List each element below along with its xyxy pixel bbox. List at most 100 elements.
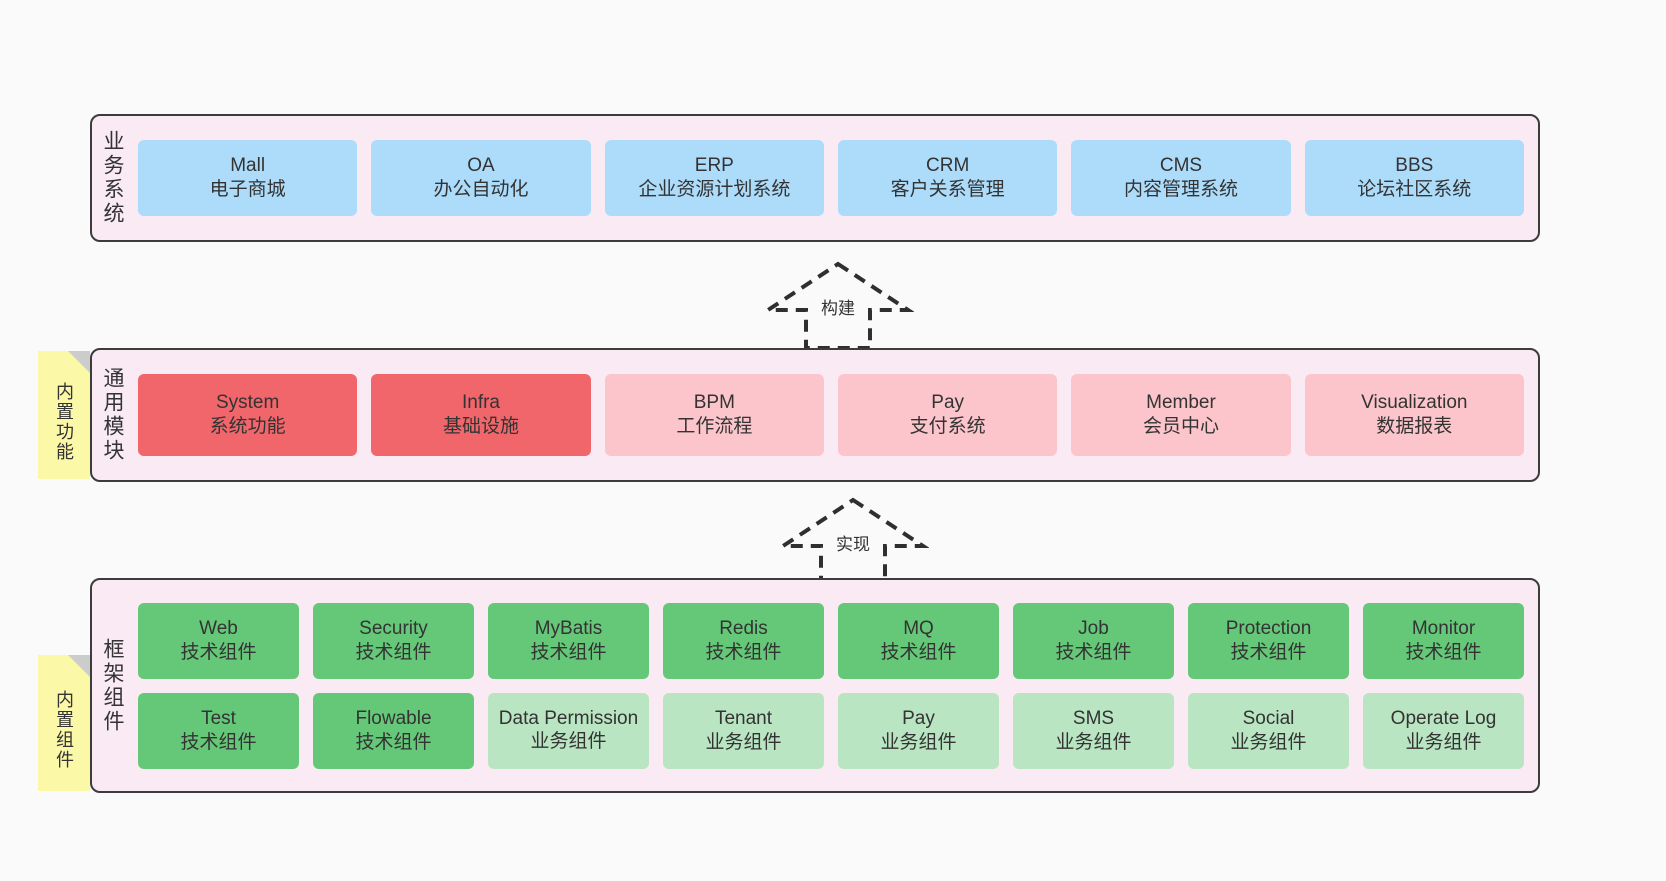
layer-common-module-title: 通用模块 (101, 367, 124, 463)
card-security[interactable]: Security 技术组件 (313, 602, 474, 679)
card-monitor-subtitle: 技术组件 (1405, 641, 1482, 663)
card-protection[interactable]: Protection 技术组件 (1188, 602, 1349, 679)
card-crm-title: CRM (926, 155, 970, 177)
card-data-permission[interactable]: Data Permission 业务组件 (488, 692, 649, 769)
layer-framework-component-title: 框架组件 (101, 637, 124, 734)
card-visualization-subtitle: 数据报表 (1376, 416, 1453, 437)
card-member[interactable]: Member 会员中心 (1071, 374, 1291, 456)
card-cms-title: CMS (1159, 155, 1203, 177)
framework-card-row-business: Test 技术组件 Flowable 技术组件 Data Permission … (138, 692, 1524, 769)
card-mybatis[interactable]: MyBatis 技术组件 (488, 602, 649, 679)
card-mq-subtitle: 技术组件 (880, 641, 957, 663)
card-cms[interactable]: CMS 内容管理系统 (1071, 140, 1291, 216)
card-protection-subtitle: 技术组件 (1230, 641, 1307, 663)
layer-common-module: 通用模块 System 系统功能 Infra 基础设施 BPM 工作流程 Pay (90, 348, 1540, 482)
card-bpm-subtitle: 工作流程 (676, 416, 753, 437)
card-redis[interactable]: Redis 技术组件 (663, 602, 824, 679)
card-infra-title: Infra (461, 392, 500, 414)
card-mall-title: Mall (230, 155, 266, 177)
card-test-title: Test (201, 707, 236, 729)
note-fold-corner-icon (68, 351, 90, 373)
card-crm-subtitle: 客户关系管理 (890, 179, 1005, 200)
card-sms[interactable]: SMS 业务组件 (1013, 692, 1174, 769)
card-flowable[interactable]: Flowable 技术组件 (313, 692, 474, 769)
card-cms-subtitle: 内容管理系统 (1123, 179, 1238, 200)
note-builtin-function-label: 内置功能 (54, 382, 74, 462)
card-pay-component-title: Pay (902, 707, 935, 729)
connector-build-arrow-icon (762, 261, 914, 350)
card-web[interactable]: Web 技术组件 (138, 602, 299, 679)
framework-card-row-technical: Web 技术组件 Security 技术组件 MyBatis 技术组件 Redi… (138, 602, 1524, 679)
card-job[interactable]: Job 技术组件 (1013, 602, 1174, 679)
card-system-title: System (215, 392, 280, 414)
card-tenant-subtitle: 业务组件 (705, 731, 782, 753)
card-test[interactable]: Test 技术组件 (138, 692, 299, 769)
connector-implement-arrow-icon (777, 497, 929, 586)
card-operate-log[interactable]: Operate Log 业务组件 (1363, 692, 1524, 769)
card-social[interactable]: Social 业务组件 (1188, 692, 1349, 769)
card-test-subtitle: 技术组件 (180, 731, 257, 753)
note-builtin-function: 内置功能 (38, 351, 90, 479)
layer-common-module-body: System 系统功能 Infra 基础设施 BPM 工作流程 Pay 支付系统… (132, 350, 1538, 480)
card-mall[interactable]: Mall 电子商城 (138, 140, 358, 216)
layer-business-system-title: 业务系统 (101, 130, 124, 226)
card-tenant[interactable]: Tenant 业务组件 (663, 692, 824, 769)
card-monitor[interactable]: Monitor 技术组件 (1363, 602, 1524, 679)
card-pay-component[interactable]: Pay 业务组件 (838, 692, 999, 769)
card-crm[interactable]: CRM 客户关系管理 (837, 140, 1058, 216)
card-mall-subtitle: 电子商城 (209, 179, 286, 200)
card-social-title: Social (1242, 707, 1295, 729)
card-oa[interactable]: OA 办公自动化 (371, 140, 591, 216)
business-card-row: Mall 电子商城 OA 办公自动化 ERP 企业资源计划系统 CRM 客户关系… (138, 140, 1524, 216)
card-pay[interactable]: Pay 支付系统 (837, 374, 1058, 456)
layer-business-system-body: Mall 电子商城 OA 办公自动化 ERP 企业资源计划系统 CRM 客户关系… (132, 116, 1538, 240)
card-bpm-title: BPM (693, 392, 735, 414)
card-redis-subtitle: 技术组件 (705, 641, 782, 663)
card-security-subtitle: 技术组件 (355, 641, 432, 663)
card-bbs[interactable]: BBS 论坛社区系统 (1304, 140, 1524, 216)
card-pay-component-subtitle: 业务组件 (880, 731, 957, 753)
connector-build: 构建 (762, 258, 914, 354)
card-erp-subtitle: 企业资源计划系统 (638, 179, 791, 200)
card-bbs-title: BBS (1395, 155, 1434, 177)
card-social-subtitle: 业务组件 (1230, 731, 1307, 753)
card-member-subtitle: 会员中心 (1142, 416, 1219, 437)
card-infra-subtitle: 基础设施 (442, 416, 519, 437)
card-erp[interactable]: ERP 企业资源计划系统 (604, 140, 824, 216)
card-flowable-title: Flowable (355, 707, 432, 729)
card-mq[interactable]: MQ 技术组件 (838, 602, 999, 679)
card-pay-subtitle: 支付系统 (909, 416, 986, 437)
card-mybatis-subtitle: 技术组件 (530, 641, 607, 663)
card-oa-title: OA (467, 155, 495, 177)
layer-business-system: 业务系统 Mall 电子商城 OA 办公自动化 ERP 企业资源计划系统 CRM (90, 114, 1540, 242)
card-bbs-subtitle: 论坛社区系统 (1357, 179, 1472, 200)
card-protection-title: Protection (1225, 617, 1312, 639)
card-data-permission-subtitle: 业务组件 (530, 730, 607, 752)
card-mybatis-title: MyBatis (534, 617, 603, 639)
card-data-permission-title: Data Permission (498, 707, 639, 729)
card-web-title: Web (199, 617, 238, 639)
card-pay-title: Pay (931, 392, 965, 414)
common-card-row: System 系统功能 Infra 基础设施 BPM 工作流程 Pay 支付系统… (138, 374, 1524, 456)
card-visualization-title: Visualization (1361, 392, 1468, 414)
card-security-title: Security (359, 617, 428, 639)
card-redis-title: Redis (719, 617, 768, 639)
note-builtin-component-label: 内置组件 (54, 690, 74, 770)
card-sms-title: SMS (1072, 707, 1115, 729)
card-system[interactable]: System 系统功能 (138, 374, 358, 456)
card-erp-title: ERP (694, 155, 734, 177)
card-sms-subtitle: 业务组件 (1055, 731, 1132, 753)
card-oa-subtitle: 办公自动化 (433, 179, 529, 200)
note-fold-corner-icon (68, 655, 90, 677)
card-bpm[interactable]: BPM 工作流程 (604, 374, 824, 456)
card-member-title: Member (1146, 392, 1216, 414)
connector-implement: 实现 (777, 494, 929, 590)
card-web-subtitle: 技术组件 (180, 641, 257, 663)
layer-framework-component-body: Web 技术组件 Security 技术组件 MyBatis 技术组件 Redi… (132, 580, 1538, 791)
card-infra[interactable]: Infra 基础设施 (371, 374, 591, 456)
card-system-subtitle: 系统功能 (209, 416, 286, 437)
card-operate-log-subtitle: 业务组件 (1405, 731, 1482, 753)
card-visualization[interactable]: Visualization 数据报表 (1304, 374, 1524, 456)
card-mq-title: MQ (903, 617, 934, 639)
